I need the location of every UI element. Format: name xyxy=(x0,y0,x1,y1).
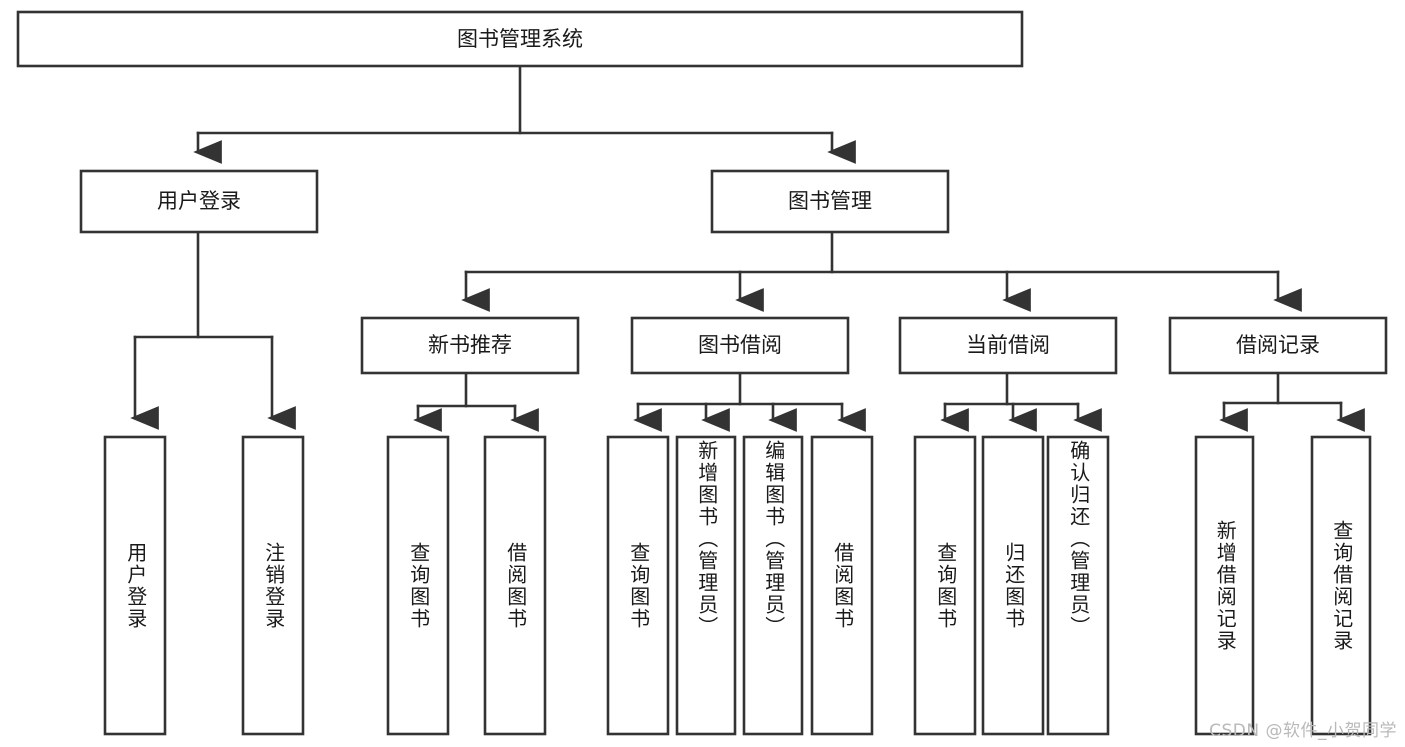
node-leaf-user-login[interactable] xyxy=(103,435,167,736)
node-new-book-rec-label: 新书推荐 xyxy=(428,333,512,357)
node-borrow-record-label: 借阅记录 xyxy=(1236,333,1320,357)
connector-root-to-level2 xyxy=(193,64,856,164)
node-leaf-borrow-book-2[interactable] xyxy=(810,435,874,736)
node-leaf-return-book[interactable] xyxy=(981,435,1045,736)
connector-bookborrow-to-leaves xyxy=(633,371,866,432)
node-leaf-query-book-2[interactable] xyxy=(606,435,670,736)
connector-borrowrecord-to-leaves xyxy=(1219,371,1365,432)
node-leaf-add-book[interactable] xyxy=(675,435,737,736)
csdn-watermark: CSDN @软件_小贺同学 xyxy=(1209,721,1397,741)
node-book-borrow[interactable]: 图书借阅 xyxy=(630,316,850,375)
node-leaf-borrow-book-1[interactable] xyxy=(483,435,547,736)
node-current-borrow[interactable]: 当前借阅 xyxy=(898,316,1118,375)
node-book-borrow-label: 图书借阅 xyxy=(698,333,782,357)
connector-userlogin-to-leaves xyxy=(130,230,296,430)
node-leaf-edit-book[interactable] xyxy=(742,435,804,736)
node-new-book-rec[interactable]: 新书推荐 xyxy=(360,316,580,375)
connector-currentborrow-to-leaves xyxy=(940,371,1102,432)
node-leaf-query-book-3[interactable] xyxy=(913,435,977,736)
node-book-manage-label: 图书管理 xyxy=(788,189,872,213)
node-leaf-confirm-return[interactable] xyxy=(1046,435,1110,736)
connector-newbookrec-to-leaves xyxy=(413,371,539,432)
node-book-manage[interactable]: 图书管理 xyxy=(710,169,950,234)
node-leaf-query-record[interactable] xyxy=(1310,435,1372,736)
node-leaf-query-book-1[interactable] xyxy=(386,435,450,736)
node-root-label: 图书管理系统 xyxy=(457,27,583,51)
connector-bookmanage-to-level3 xyxy=(461,230,1302,312)
node-user-login-label: 用户登录 xyxy=(157,189,241,213)
node-borrow-record[interactable]: 借阅记录 xyxy=(1168,316,1388,375)
node-leaf-add-record[interactable] xyxy=(1194,435,1255,736)
node-current-borrow-label: 当前借阅 xyxy=(966,333,1050,357)
node-leaf-logout-login[interactable] xyxy=(241,435,305,736)
node-root[interactable]: 图书管理系统 xyxy=(16,10,1024,68)
node-user-login[interactable]: 用户登录 xyxy=(79,169,319,234)
